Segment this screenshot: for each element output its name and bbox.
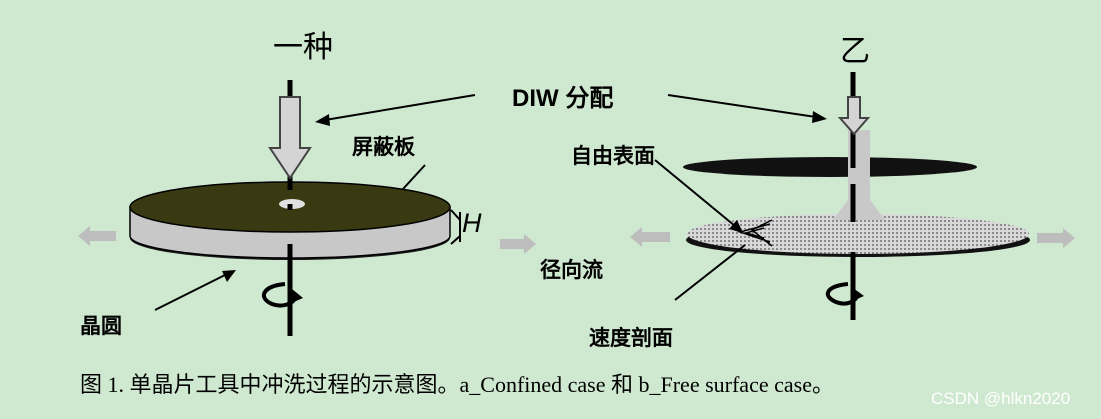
rotation-arrowhead-b bbox=[850, 288, 864, 302]
pointer-free-surface-head bbox=[729, 220, 743, 233]
pointer-diw-b-head bbox=[812, 111, 827, 123]
figure-caption: 图 1. 单晶片工具中冲洗过程的示意图。a_Confined case 和 b_… bbox=[80, 372, 834, 397]
free-surface-liquid bbox=[687, 214, 1029, 254]
pointer-wafer bbox=[154, 274, 226, 311]
free-surface-label: 自由表面 bbox=[571, 144, 655, 168]
pointer-shield bbox=[402, 164, 426, 190]
pointer-velocity-profile bbox=[674, 244, 746, 301]
pointer-diw-a bbox=[324, 94, 476, 121]
wafer-label: 晶圆 bbox=[80, 314, 122, 338]
pointer-wafer-head bbox=[222, 270, 236, 282]
free-surface-case-illustration bbox=[630, 72, 1075, 320]
radial-flow-arrow-b-right bbox=[1037, 228, 1075, 248]
upper-disk-b bbox=[683, 157, 977, 177]
shield-plate-label: 屏蔽板 bbox=[352, 135, 415, 159]
pointer-free-surface bbox=[654, 159, 736, 227]
case-b-label: 乙 bbox=[840, 34, 870, 69]
case-a-label: 一种 bbox=[273, 30, 333, 65]
watermark-text: CSDN @hlkn2020 bbox=[931, 389, 1071, 408]
liquid-jet-spread bbox=[833, 200, 885, 220]
radial-flow-label: 径向流 bbox=[540, 258, 603, 282]
gap-height-label: H bbox=[462, 208, 482, 238]
confined-case-illustration bbox=[78, 80, 536, 336]
radial-flow-arrow-b-left bbox=[630, 227, 670, 247]
radial-flow-arrow-a-left bbox=[78, 226, 116, 246]
velocity-profile-label: 速度剖面 bbox=[589, 326, 673, 350]
rotation-arrowhead-a bbox=[289, 289, 303, 304]
radial-flow-arrow-a-right bbox=[500, 234, 536, 254]
diw-dispense-label: DIW 分配 bbox=[512, 85, 614, 112]
pointer-diw-a-head bbox=[315, 114, 330, 126]
gap-height-bracket bbox=[450, 209, 461, 245]
diw-inlet-arrow-b bbox=[837, 96, 871, 136]
pointer-diw-b bbox=[667, 94, 817, 118]
diw-inlet-arrow-a bbox=[268, 96, 312, 180]
